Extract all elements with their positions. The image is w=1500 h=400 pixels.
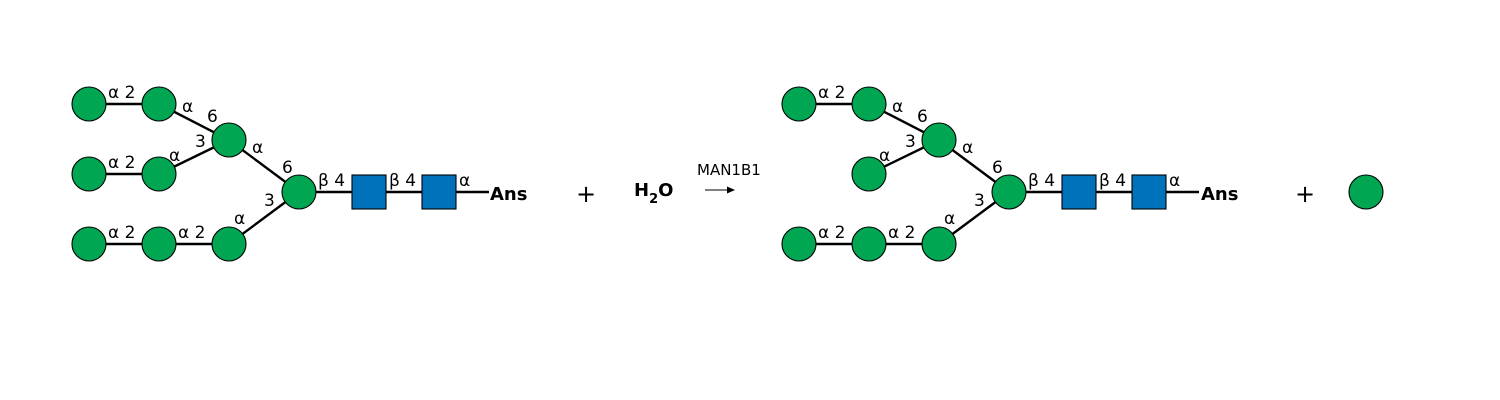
mannose-node (71, 226, 107, 262)
linkage-label: β 4 (318, 171, 345, 191)
water-subscript: 2 (649, 192, 658, 207)
linkage-label: α (962, 138, 973, 158)
water-h: H (634, 180, 649, 201)
mannose-node (211, 122, 247, 158)
linkage-label: 6 (992, 158, 1003, 178)
mannose-node (141, 156, 177, 192)
glcnac-node (1061, 174, 1097, 210)
mannose-node (141, 226, 177, 262)
linkage-label: α (1169, 171, 1180, 191)
aglycone-label: Ans (490, 184, 527, 205)
mannose-node (851, 226, 887, 262)
mannose-node (211, 226, 247, 262)
linkage-label: α (169, 146, 180, 166)
linkage-label: 3 (264, 191, 275, 211)
linkage-label: β 4 (389, 171, 416, 191)
mannose-node (851, 156, 887, 192)
mannose-node (921, 226, 957, 262)
linkage-label: 3 (905, 132, 916, 152)
linkage-label: α 2 (108, 223, 135, 243)
linkage-label: 6 (207, 107, 218, 127)
linkage-label: α 2 (888, 223, 915, 243)
released-mannose-node (1348, 174, 1384, 210)
glcnac-node (421, 174, 457, 210)
mannose-node (781, 226, 817, 262)
enzyme-label: MAN1B1 (697, 161, 761, 179)
glcnac-node (351, 174, 387, 210)
linkage-label: α (944, 209, 955, 229)
linkage-label: α (879, 146, 890, 166)
water-molecule: H2O (634, 180, 673, 207)
mannose-node (921, 122, 957, 158)
linkage-label: α (234, 209, 245, 229)
mannose-node (781, 86, 817, 122)
plus-sign: + (1295, 180, 1315, 208)
water-o: O (658, 180, 673, 201)
mannose-node (141, 86, 177, 122)
linkage-label: 6 (282, 158, 293, 178)
glcnac-node (1131, 174, 1167, 210)
aglycone-label: Ans (1201, 184, 1238, 205)
substrate-glycan: α 2 α 6 α 2 α 3 α 6 α 2 α 2 α 3 β 4 β 4 … (71, 83, 527, 262)
mannose-node (851, 86, 887, 122)
linkage-label: β 4 (1099, 171, 1126, 191)
linkage-label: α (459, 171, 470, 191)
linkage-label: α 2 (178, 223, 205, 243)
linkage-label: α (182, 97, 193, 117)
linkage-label: β 4 (1028, 171, 1055, 191)
linkage-label: 3 (195, 132, 206, 152)
linkage-label: 6 (917, 107, 928, 127)
linkage-label: α 2 (108, 83, 135, 103)
product-glycan: α 2 α 6 α 3 α 6 α 2 α 2 α 3 β 4 β 4 α An… (781, 83, 1238, 262)
plus-sign: + (576, 180, 596, 208)
mannose-node (991, 174, 1027, 210)
linkage-label: 3 (974, 191, 985, 211)
linkage-label: α 2 (818, 83, 845, 103)
mannose-node (71, 156, 107, 192)
mannose-node (281, 174, 317, 210)
svg-text:H2O: H2O (634, 180, 673, 207)
linkage-label: α 2 (818, 223, 845, 243)
linkage-label: α 2 (108, 153, 135, 173)
reaction-arrow (705, 186, 735, 194)
mannose-node (71, 86, 107, 122)
linkage-label: α (252, 138, 263, 158)
linkage-label: α (892, 97, 903, 117)
